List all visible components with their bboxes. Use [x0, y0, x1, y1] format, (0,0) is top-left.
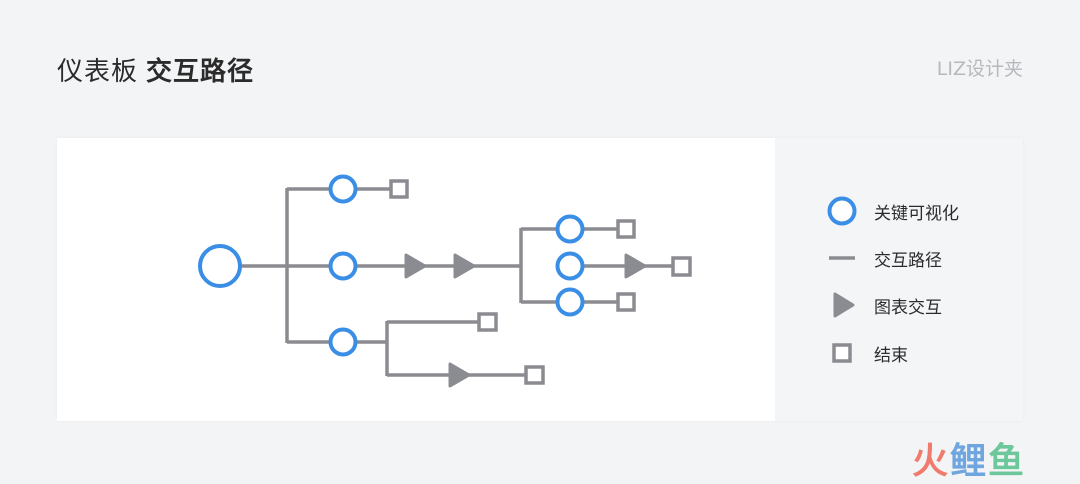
- triangle-icon: [825, 288, 859, 322]
- legend: 关键可视化 交互路径 图表交互 结束: [775, 138, 1023, 421]
- legend-item-interaction: 图表交互: [825, 285, 942, 325]
- interaction-triangle: [624, 253, 647, 279]
- interaction-path-diagram: [198, 174, 692, 388]
- diagram-card: 关键可视化 交互路径 图表交互 结束: [57, 138, 1023, 421]
- root-node: [198, 244, 242, 288]
- watermark-logo: 火鲤鱼: [912, 441, 1027, 482]
- end-square: [671, 256, 692, 277]
- legend-label: 关键可视化: [874, 203, 959, 224]
- visual-node: [555, 214, 585, 244]
- legend-item-path: 交互路径: [825, 238, 942, 278]
- visual-node: [328, 251, 358, 281]
- end-square: [524, 365, 545, 385]
- brand-label: LIZ设计夹: [936, 58, 1023, 80]
- legend-label: 图表交互: [874, 297, 942, 318]
- visual-node: [555, 287, 585, 317]
- end-square: [616, 292, 636, 312]
- visual-node: [328, 174, 358, 204]
- title-main: 交互路径: [146, 57, 255, 87]
- square-icon: [825, 336, 859, 370]
- visual-node: [328, 327, 358, 357]
- end-square: [477, 312, 498, 332]
- end-square: [616, 219, 636, 239]
- end-square: [389, 179, 409, 199]
- legend-label: 结束: [874, 345, 908, 366]
- interaction-triangle: [404, 253, 427, 279]
- legend-item-end: 结束: [825, 333, 908, 373]
- circle-icon: [825, 194, 859, 228]
- interaction-triangle: [448, 362, 471, 388]
- visual-node: [555, 251, 585, 281]
- line-icon: [825, 241, 859, 275]
- interaction-triangle: [453, 253, 476, 279]
- title-prefix: 仪表板: [57, 57, 139, 87]
- legend-item-node: 关键可视化: [825, 191, 959, 231]
- legend-label: 交互路径: [874, 250, 942, 271]
- page-title: 仪表板交互路径: [57, 51, 254, 88]
